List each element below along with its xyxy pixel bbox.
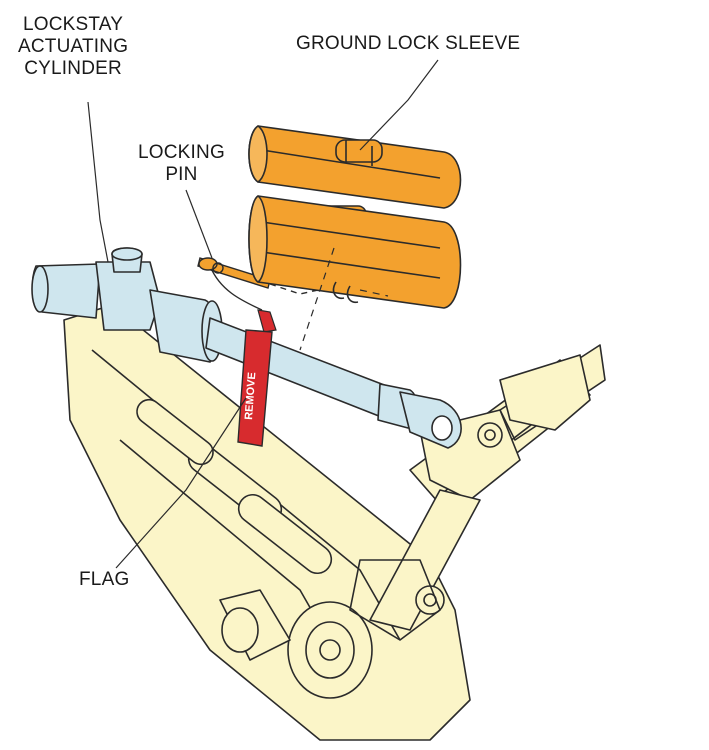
mid-bracket <box>349 559 441 641</box>
label-flag: FLAG <box>79 569 130 590</box>
flag-text: REMOVE <box>243 372 258 420</box>
sleeve-top-half <box>248 125 462 209</box>
sleeve-bottom-groove <box>261 221 441 249</box>
sleeve-clip-2 <box>346 285 359 304</box>
strut-slot-2 <box>237 493 333 575</box>
flag-body <box>237 329 273 447</box>
leader-sleeve-dash-2 <box>359 289 389 297</box>
leader-flag <box>115 397 247 569</box>
label-locking-pin: LOCKING PIN <box>138 142 225 185</box>
label-lockstay-actuating-cylinder: LOCKSTAY ACTUATING CYLINDER <box>18 14 129 79</box>
cylinder-fitting-cap <box>111 247 143 261</box>
lower-joint-pin <box>319 639 341 661</box>
cylinder-end-face <box>31 265 49 313</box>
leader-lockstay <box>87 101 109 263</box>
pin-lanyard <box>209 265 263 311</box>
leader-sleeve <box>359 59 439 151</box>
sleeve-bottom-face <box>248 195 268 283</box>
sleeve-top-lug <box>335 139 383 163</box>
warning-flag: REMOVE <box>237 309 277 447</box>
flag-strap <box>257 309 277 333</box>
sleeve-top-lug-hole <box>345 140 373 166</box>
leader-sleeve-dash <box>299 247 335 351</box>
rod-eye-hole <box>431 415 453 441</box>
leader-pin <box>185 189 213 259</box>
sleeve-bottom-groove-2 <box>261 251 441 279</box>
lock-link-bolt-inner <box>484 429 496 441</box>
lower-lug <box>221 607 259 653</box>
strut-slot-3 <box>136 398 214 466</box>
sleeve-top-groove <box>261 149 441 179</box>
landing-gear-structure <box>63 304 606 741</box>
sleeve-top-face <box>248 125 268 183</box>
upper-bracket <box>499 354 591 431</box>
down-link <box>369 489 481 631</box>
pin-ring <box>212 262 224 274</box>
label-ground-lock-sleeve: GROUND LOCK SLEEVE <box>296 33 521 54</box>
rod-eye <box>399 391 462 449</box>
sleeve-bottom-half <box>248 195 462 309</box>
ground-lock-sleeve <box>248 125 462 309</box>
leader-lines <box>87 59 439 569</box>
sleeve-clip-1 <box>332 281 345 300</box>
